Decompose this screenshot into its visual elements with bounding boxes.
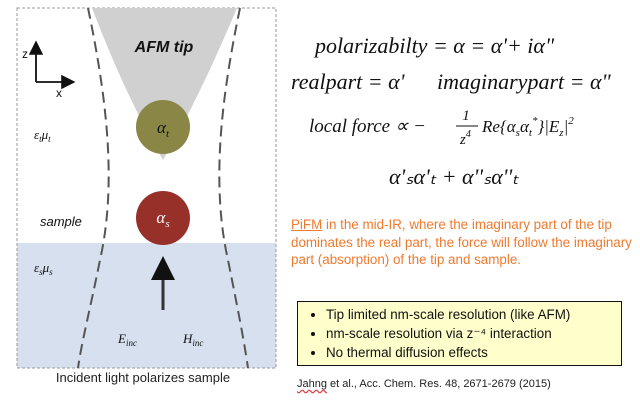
field-line-left bbox=[77, 7, 110, 369]
equation-product: α'ₛα'ₜ + α''ₛα''ₜ bbox=[389, 164, 519, 189]
diagram-frame bbox=[16, 7, 277, 369]
pifm-description: PiFM in the mid-IR, where the imaginary … bbox=[291, 216, 636, 269]
equation-local-force-body: Re{αsαt*}|Ez|2 bbox=[481, 115, 574, 139]
equation-real-part: realpart = α' bbox=[291, 69, 405, 94]
fraction-denominator: z4 bbox=[459, 129, 471, 148]
citation: Jahng et al., Acc. Chem. Res. 48, 2671-2… bbox=[297, 378, 551, 390]
equation-local-force: local force ∝ − bbox=[309, 116, 426, 137]
bullet-item: No thermal diffusion effects bbox=[326, 343, 613, 362]
axis-z-label: z bbox=[22, 47, 28, 61]
sample-particle bbox=[136, 191, 190, 245]
axis-x-label: x bbox=[56, 86, 62, 100]
pifm-link[interactable]: PiFM bbox=[291, 217, 323, 232]
tip-particle bbox=[136, 100, 190, 154]
e-inc-label: Einc bbox=[117, 331, 137, 348]
field-line-right bbox=[218, 7, 249, 369]
h-inc-label: Hinc bbox=[182, 331, 203, 348]
pifm-description-text: in the mid-IR, where the imaginary part … bbox=[291, 217, 632, 267]
tip-particle-label: αt bbox=[157, 118, 170, 140]
bullet-box: Tip limited nm-scale resolution (like AF… bbox=[297, 301, 622, 366]
citation-rest: et al., Acc. Chem. Res. 48, 2671-2679 (2… bbox=[326, 378, 551, 390]
afm-tip-cone bbox=[92, 8, 237, 160]
diagram-caption: Incident light polarizes sample bbox=[55, 370, 231, 385]
equation-polarizability: polarizabilty = α = α'+ iα" bbox=[313, 33, 555, 58]
eps-mu-tip-label: εtμt bbox=[34, 127, 51, 144]
sample-region bbox=[17, 243, 276, 368]
equation-imaginary-part: imaginarypart = α" bbox=[437, 69, 612, 94]
sample-particle-label: αs bbox=[156, 208, 169, 230]
bullet-list: Tip limited nm-scale resolution (like AF… bbox=[306, 305, 613, 362]
afm-tip-label: AFM tip bbox=[134, 39, 194, 56]
citation-author: Jahng bbox=[297, 378, 327, 390]
bullet-item: nm-scale resolution via z⁻⁴ interaction bbox=[326, 324, 613, 343]
sample-label: sample bbox=[40, 214, 82, 229]
fraction-numerator: 1 bbox=[462, 108, 470, 124]
eps-mu-sample-label: εsμs bbox=[34, 260, 53, 277]
bullet-item: Tip limited nm-scale resolution (like AF… bbox=[326, 305, 613, 324]
